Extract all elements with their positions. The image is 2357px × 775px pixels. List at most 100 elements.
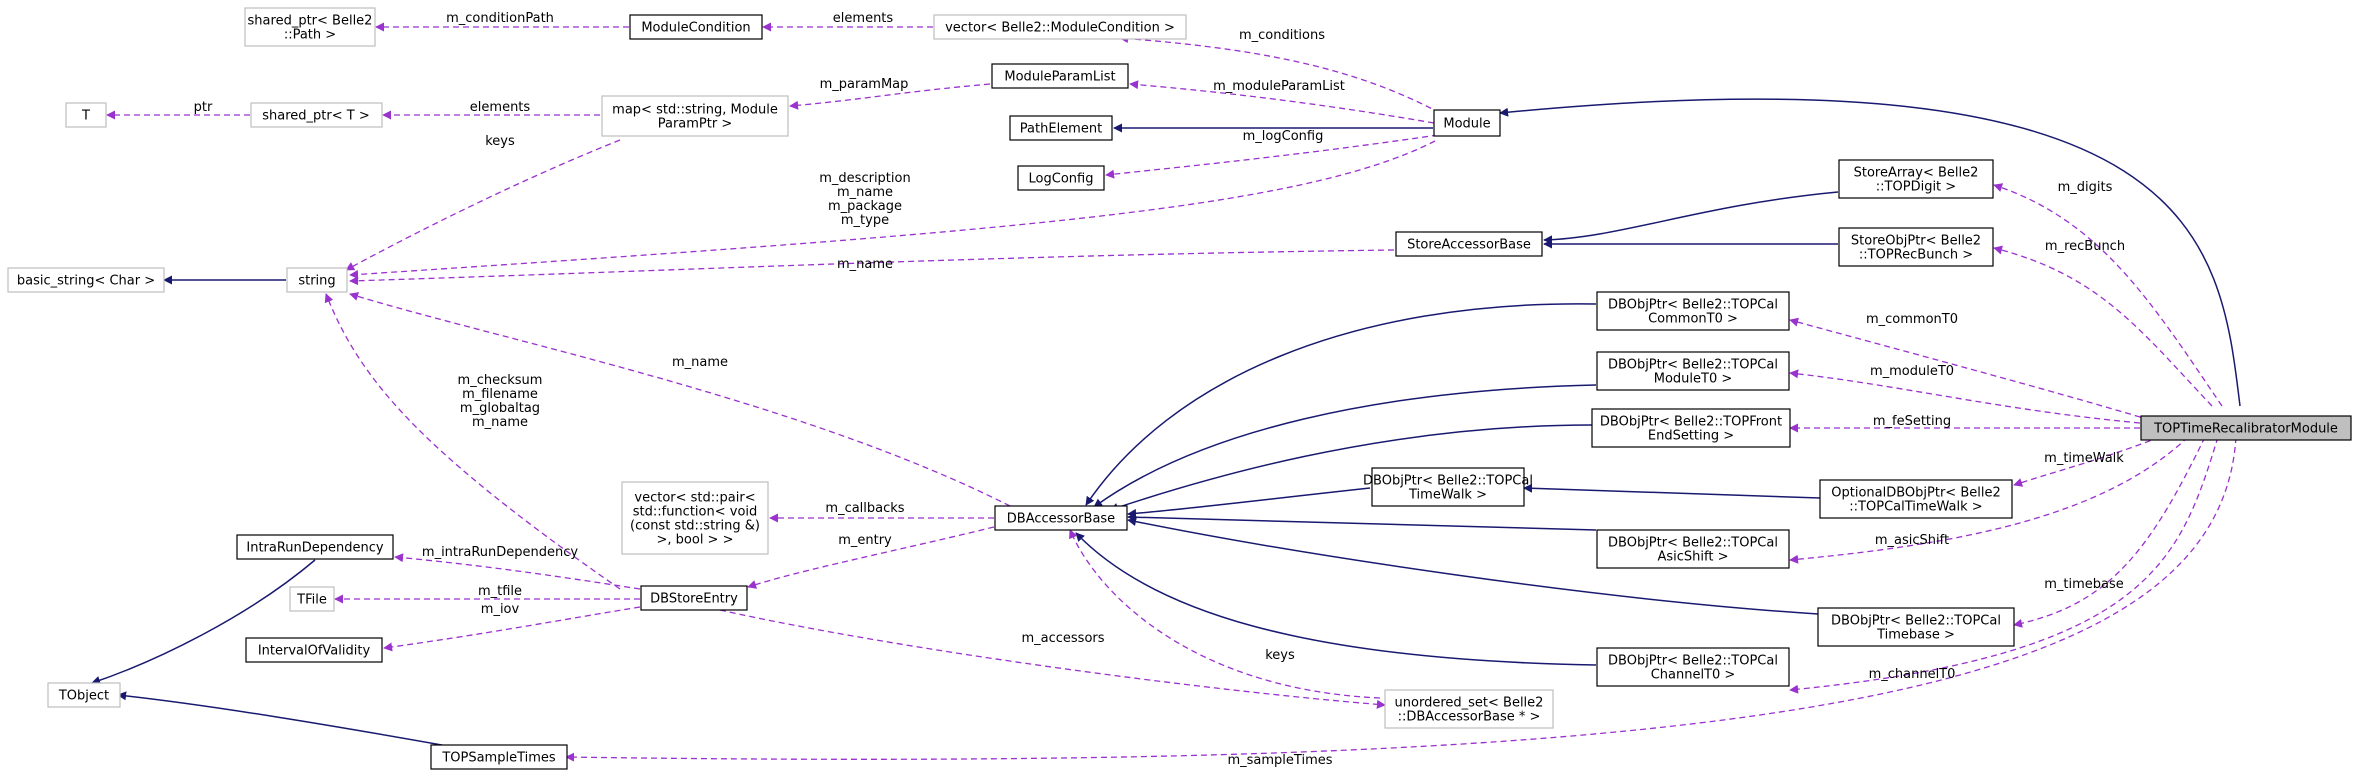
label-m-name-store: m_name [837, 257, 893, 272]
node-string[interactable]: string [298, 274, 335, 289]
label-db-store-strings-line: m_globaltag [460, 401, 540, 416]
node-module-condition-line: ModuleCondition [641, 21, 750, 36]
label-condition-path-line: m_conditionPath [446, 11, 554, 26]
node-vector-module-condition-line: vector< Belle2::ModuleCondition > [945, 21, 1175, 36]
edge-db-common-t0-to-dab [1085, 303, 1597, 506]
label-m-time-walk-line: m_timeWalk [2044, 451, 2124, 466]
node-store-array[interactable]: StoreArray< Belle2::TOPDigit > [1854, 166, 1979, 195]
label-m-rec-bunch-line: m_recBunch [2045, 239, 2125, 254]
node-db-time-walk-line: DBObjPtr< Belle2::TOPCal [1363, 474, 1533, 489]
edge-m-module-param-list [1129, 80, 1435, 124]
edge-db-asic-shift-to-dab [1127, 512, 1597, 531]
node-basic-string[interactable]: basic_string< Char > [17, 274, 155, 289]
label-m-module-param-list: m_moduleParamList [1213, 79, 1345, 94]
node-db-asic-shift-line: DBObjPtr< Belle2::TOPCal [1608, 536, 1778, 551]
node-vector-pair[interactable]: vector< std::pair<std::function< void(co… [630, 491, 760, 548]
node-module[interactable]: Module [1443, 117, 1490, 132]
node-module-param-list-line: ModuleParamList [1004, 70, 1115, 85]
node-focus-top-time-recalibrator-module[interactable]: TOPTimeRecalibratorModule [2153, 422, 2338, 437]
node-optional-db-time-walk[interactable]: OptionalDBObjPtr< Belle2::TOPCalTimeWalk… [1831, 486, 2000, 515]
node-db-timebase-line: Timebase > [1876, 628, 1955, 643]
label-m-fe-setting: m_feSetting [1873, 414, 1951, 429]
node-module-param-list[interactable]: ModuleParamList [1004, 70, 1115, 85]
label-m-param-map: m_paramMap [820, 77, 909, 92]
node-shared-ptr-t[interactable]: shared_ptr< T > [262, 109, 369, 124]
label-m-tfile: m_tfile [478, 584, 522, 599]
label-db-store-strings-line: m_checksum [458, 373, 543, 388]
node-top-sample-times[interactable]: TOPSampleTimes [441, 751, 556, 766]
edge-db-time-walk-to-dab [1127, 487, 1371, 518]
node-map-param-line: ParamPtr > [658, 117, 733, 132]
node-db-common-t0-line: CommonT0 > [1648, 312, 1738, 327]
node-store-accessor-base[interactable]: StoreAccessorBase [1407, 238, 1531, 253]
label-elements-conditions: elements [833, 11, 894, 26]
edge-store-array-to-sab [1543, 191, 1839, 245]
label-m-timebase: m_timebase [2044, 577, 2124, 592]
edge-m-accessors [719, 609, 1386, 709]
edge-m-module-t0 [1789, 369, 2141, 424]
label-m-timebase-line: m_timebase [2044, 577, 2124, 592]
node-interval-of-validity[interactable]: IntervalOfValidity [258, 644, 371, 659]
node-db-module-t0-line: ModuleT0 > [1654, 372, 1733, 387]
node-store-obj-ptr[interactable]: StoreObjPtr< Belle2::TOPRecBunch > [1851, 234, 1981, 263]
node-path-element[interactable]: PathElement [1020, 122, 1102, 137]
label-m-iov-line: m_iov [481, 602, 520, 617]
node-module-condition[interactable]: ModuleCondition [641, 21, 750, 36]
label-m-module-param-list-line: m_moduleParamList [1213, 79, 1345, 94]
node-vector-module-condition[interactable]: vector< Belle2::ModuleCondition > [945, 21, 1175, 36]
node-shared-ptr-path[interactable]: shared_ptr< Belle2::Path > [248, 14, 373, 43]
label-ptr: ptr [194, 100, 213, 115]
node-db-channel-t0-line: DBObjPtr< Belle2::TOPCal [1608, 654, 1778, 669]
node-unordered-set[interactable]: unordered_set< Belle2::DBAccessorBase * … [1395, 696, 1544, 725]
edge-m-param-map [789, 83, 991, 110]
node-shared-ptr-path-line: shared_ptr< Belle2 [248, 14, 373, 29]
node-path-element-line: PathElement [1020, 122, 1102, 137]
node-t[interactable]: T [81, 109, 90, 124]
node-basic-string-line: basic_string< Char > [17, 274, 155, 289]
edge-m-time-walk [2013, 436, 2161, 487]
label-m-sample-times: m_sampleTimes [1227, 753, 1332, 768]
label-m-sample-times-line: m_sampleTimes [1227, 753, 1332, 768]
label-elements-shared: elements [470, 100, 531, 115]
edge-intra-run-to-tobject [91, 559, 316, 685]
label-condition-path: m_conditionPath [446, 11, 554, 26]
label-ptr-line: ptr [194, 100, 213, 115]
node-tobject-line: TObject [58, 689, 109, 704]
node-store-array-line: ::TOPDigit > [1876, 180, 1956, 195]
node-intra-run-dependency[interactable]: IntraRunDependency [246, 541, 384, 556]
label-module-strings-line: m_package [828, 199, 902, 214]
node-map-param-line: map< std::string, Module [612, 103, 778, 118]
edge-db-channel-t0-to-dab [1075, 532, 1597, 666]
label-m-entry: m_entry [838, 533, 892, 548]
label-keys-set-line: keys [1265, 648, 1295, 663]
node-tfile[interactable]: TFile [296, 593, 327, 608]
label-m-module-t0: m_moduleT0 [1870, 364, 1954, 379]
node-vector-pair-line: >, bool > > [657, 533, 734, 548]
node-db-front-end-line: DBObjPtr< Belle2::TOPFront [1600, 415, 1782, 430]
edge-m-name-store [349, 249, 1395, 286]
node-db-store-entry[interactable]: DBStoreEntry [650, 592, 738, 607]
label-elements-conditions-line: elements [833, 11, 894, 26]
label-m-callbacks-line: m_callbacks [825, 501, 904, 516]
node-t-line: T [81, 109, 90, 124]
node-optional-db-time-walk-line: ::TOPCalTimeWalk > [1849, 500, 1982, 515]
label-m-asic-shift-line: m_asicShift [1875, 533, 1949, 548]
node-db-module-t0-line: DBObjPtr< Belle2::TOPCal [1608, 358, 1778, 373]
label-m-channel-t0: m_channelT0 [1869, 667, 1956, 682]
node-tobject[interactable]: TObject [58, 689, 109, 704]
node-db-store-entry-line: DBStoreEntry [650, 592, 738, 607]
edge-db-store-strings [324, 293, 621, 590]
node-log-config[interactable]: LogConfig [1029, 172, 1094, 187]
node-vector-pair-line: vector< std::pair< [634, 491, 755, 506]
node-db-accessor-base[interactable]: DBAccessorBase [1007, 512, 1115, 527]
